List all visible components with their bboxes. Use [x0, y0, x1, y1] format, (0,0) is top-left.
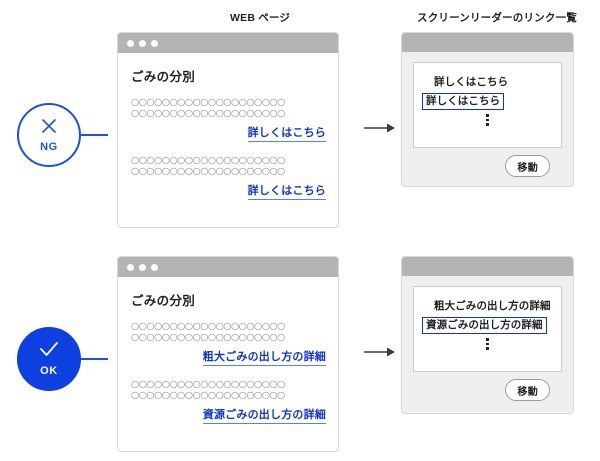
status-badge-label: NG	[40, 141, 58, 153]
dialog-footer: 移動	[413, 372, 562, 401]
status-badge-label: OK	[40, 365, 58, 377]
cross-icon	[40, 117, 58, 140]
placeholder-paragraph: ○○○○○○○○○○○○○○○○○○○○ ○○○○○○○○○○○○○○○○○○○…	[131, 97, 326, 142]
placeholder-line: ○○○○○○○○○○○○○○○○○○○○	[131, 321, 285, 332]
connector-line-ng	[81, 134, 108, 136]
placeholder-line: ○○○○○○○○○○○○○○○○○○○○	[131, 155, 285, 166]
list-item-selected[interactable]: 詳しくはこちら	[422, 93, 505, 110]
move-button[interactable]: 移動	[505, 155, 550, 177]
column-heading-web-page: WEB ページ	[230, 12, 291, 24]
list-item[interactable]: 粗大ごみの出し方の詳細	[434, 300, 551, 312]
vertical-ellipsis-icon	[422, 338, 553, 350]
browser-content: ごみの分別 ○○○○○○○○○○○○○○○○○○○○ ○○○○○○○○○○○○○…	[118, 277, 338, 424]
link-row: 詳しくはこちら	[131, 181, 326, 200]
placeholder-line: ○○○○○○○○○○○○○○○○○○○○	[131, 97, 285, 108]
browser-titlebar	[118, 257, 338, 277]
screen-reader-dialog-ok: 粗大ごみの出し方の詳細 資源ごみの出し方の詳細 移動	[401, 256, 574, 414]
dialog-footer: 移動	[413, 148, 562, 177]
link-row: 資源ごみの出し方の詳細	[131, 405, 326, 424]
link-list[interactable]: 粗大ごみの出し方の詳細 資源ごみの出し方の詳細	[413, 286, 562, 372]
flow-arrow-icon	[364, 121, 396, 135]
check-icon	[38, 341, 60, 364]
column-heading-screen-reader: スクリーンリーダーのリンク一覧	[417, 12, 577, 24]
flow-arrow-icon	[364, 345, 396, 359]
window-minimize-dot-icon[interactable]	[139, 263, 146, 271]
window-maximize-dot-icon[interactable]	[151, 263, 158, 271]
placeholder-line: ○○○○○○○○○○○○○○○○○○○○	[131, 390, 285, 401]
move-button[interactable]: 移動	[505, 379, 550, 401]
page-link[interactable]: 詳しくはこちら	[247, 124, 326, 142]
dialog-body: 粗大ごみの出し方の詳細 資源ごみの出し方の詳細 移動	[402, 276, 573, 401]
window-minimize-dot-icon[interactable]	[139, 39, 146, 47]
screen-reader-dialog-ng: 詳しくはこちら 詳しくはこちら 移動	[401, 32, 574, 187]
placeholder-line: ○○○○○○○○○○○○○○○○○○○○	[131, 166, 285, 177]
list-item-selected[interactable]: 資源ごみの出し方の詳細	[422, 317, 547, 334]
browser-window-ok: ごみの分別 ○○○○○○○○○○○○○○○○○○○○ ○○○○○○○○○○○○○…	[117, 256, 339, 452]
link-row: 粗大ごみの出し方の詳細	[131, 347, 326, 366]
status-badge-ok: OK	[17, 327, 81, 391]
window-close-dot-icon[interactable]	[127, 263, 134, 271]
placeholder-paragraph: ○○○○○○○○○○○○○○○○○○○○ ○○○○○○○○○○○○○○○○○○○…	[131, 321, 326, 366]
placeholder-line: ○○○○○○○○○○○○○○○○○○○○	[131, 379, 285, 390]
page-link[interactable]: 詳しくはこちら	[247, 182, 326, 200]
list-item[interactable]: 詳しくはこちら	[434, 76, 509, 88]
window-maximize-dot-icon[interactable]	[151, 39, 158, 47]
placeholder-line: ○○○○○○○○○○○○○○○○○○○○	[131, 332, 285, 343]
vertical-ellipsis-icon	[422, 114, 553, 126]
browser-titlebar	[118, 33, 338, 53]
link-list[interactable]: 詳しくはこちら 詳しくはこちら	[413, 62, 562, 148]
page-title: ごみの分別	[131, 294, 196, 308]
page-title: ごみの分別	[131, 70, 196, 84]
page-link[interactable]: 資源ごみの出し方の詳細	[202, 406, 326, 424]
placeholder-paragraph: ○○○○○○○○○○○○○○○○○○○○ ○○○○○○○○○○○○○○○○○○○…	[131, 379, 326, 424]
window-close-dot-icon[interactable]	[127, 39, 134, 47]
dialog-titlebar	[402, 33, 573, 52]
dialog-body: 詳しくはこちら 詳しくはこちら 移動	[402, 52, 573, 177]
status-badge-ng: NG	[17, 103, 81, 167]
dialog-titlebar	[402, 257, 573, 276]
page-link[interactable]: 粗大ごみの出し方の詳細	[202, 348, 326, 366]
placeholder-paragraph: ○○○○○○○○○○○○○○○○○○○○ ○○○○○○○○○○○○○○○○○○○…	[131, 155, 326, 200]
browser-window-ng: ごみの分別 ○○○○○○○○○○○○○○○○○○○○ ○○○○○○○○○○○○○…	[117, 32, 339, 228]
connector-line-ok	[81, 358, 108, 360]
browser-content: ごみの分別 ○○○○○○○○○○○○○○○○○○○○ ○○○○○○○○○○○○○…	[118, 53, 338, 200]
placeholder-line: ○○○○○○○○○○○○○○○○○○○○	[131, 108, 285, 119]
link-row: 詳しくはこちら	[131, 123, 326, 142]
